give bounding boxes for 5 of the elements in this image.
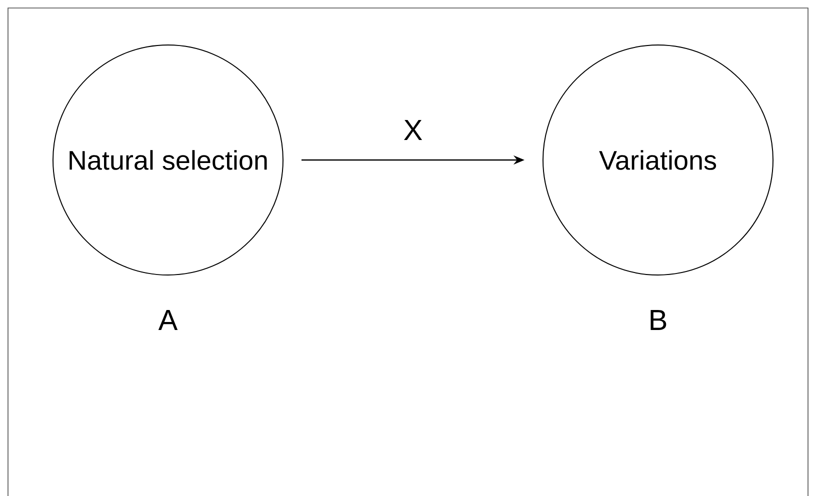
edge-label: X bbox=[404, 120, 422, 140]
circle-node: Natural selection bbox=[52, 44, 284, 276]
node-letter: A bbox=[158, 310, 178, 330]
circle-node: Variations bbox=[542, 44, 774, 276]
node-letter: B bbox=[650, 310, 666, 330]
